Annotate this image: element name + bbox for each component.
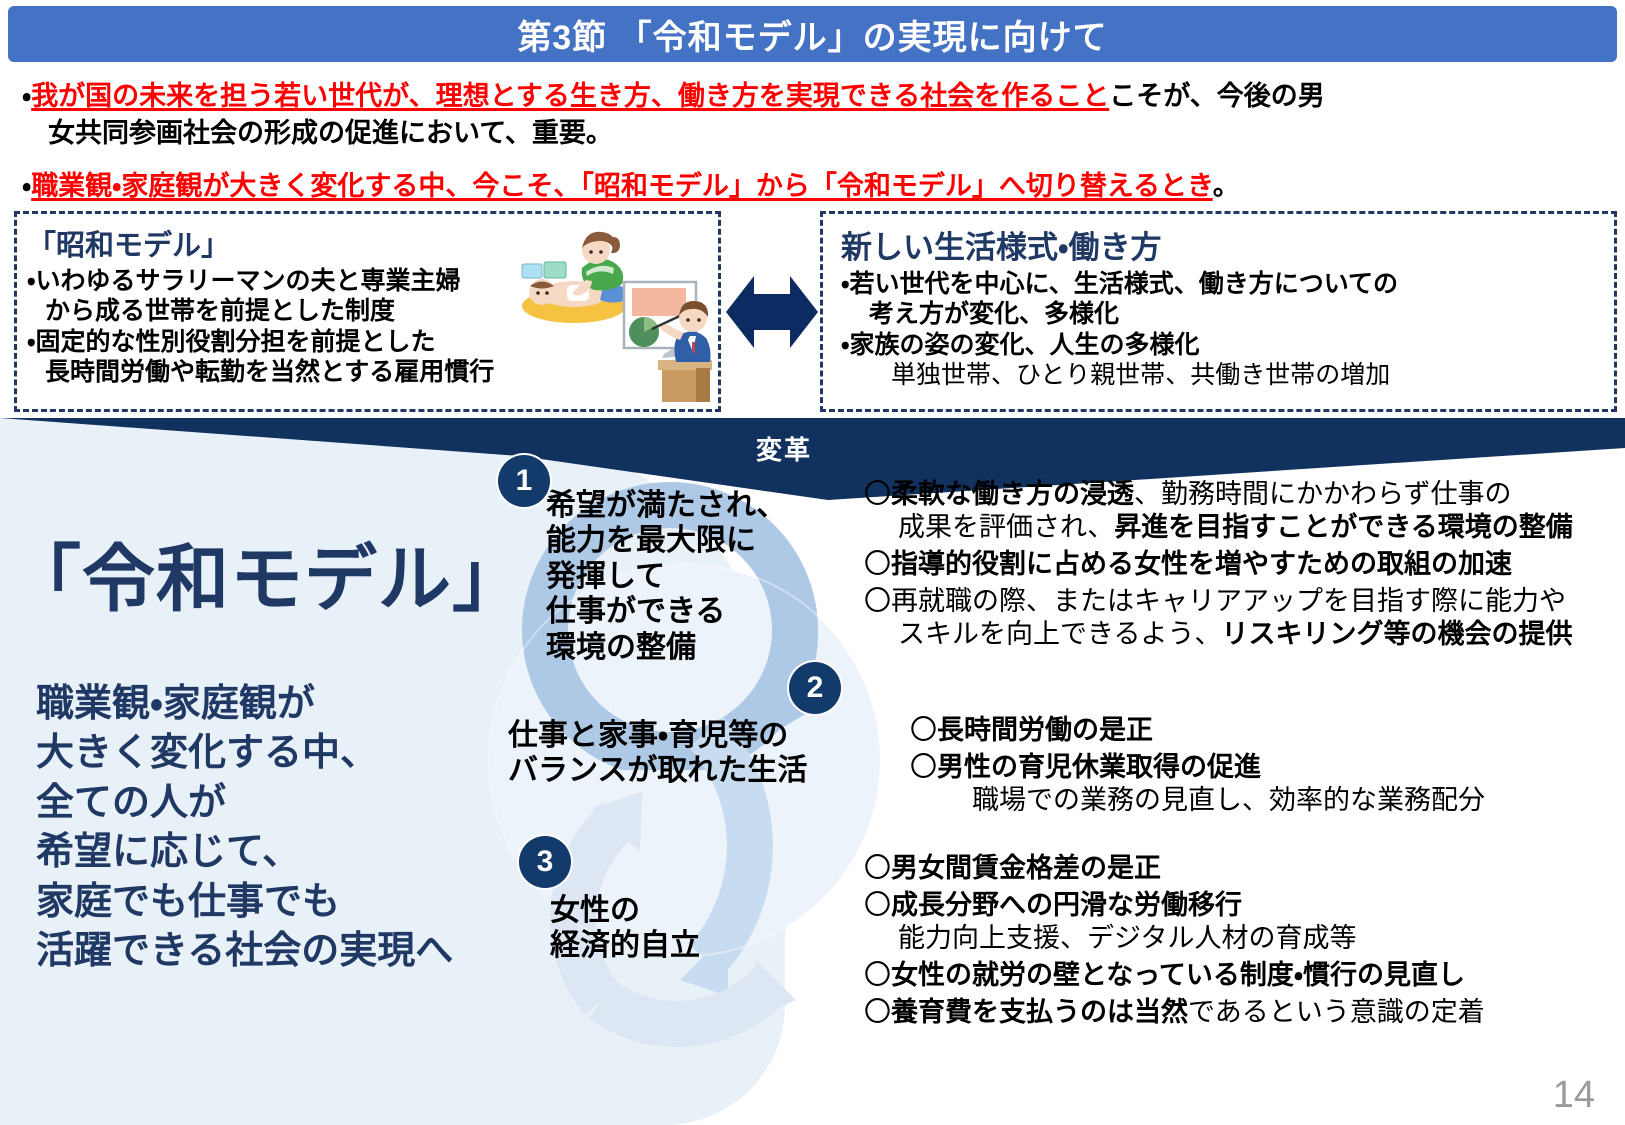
measure-a-3-sub-bold: リスキリング等の機会の提供	[1221, 618, 1573, 649]
measure-a-2: 〇指導的役割に占める女性を増やすための取組の加速	[864, 548, 1624, 581]
reiwa-body-line-5: 家庭でも仕事でも	[36, 880, 341, 923]
measure-b-1-bold: 長時間労働の是正	[937, 715, 1153, 745]
lead-paragraph-2: ・職業観・家庭観が大きく変化する中、今こそ、「昭和モデル」から「令和モデル」へ切…	[22, 168, 1602, 205]
reiwa-body-line-1: 職業観・家庭観が	[36, 683, 315, 725]
measure-a-3: 〇再就職の際、またはキャリアアップを目指す際に能力や スキルを向上できるよう、リ…	[864, 585, 1624, 651]
cycle-step-3-line-2: 経済的自立	[550, 929, 700, 963]
lead-paragraph-1: ・我が国の未来を担う若い世代が、理想とする生き方、働き方を実現できる社会を作るこ…	[22, 78, 1602, 153]
box-new-line-4: 単独世帯、ひとり親世帯、共働き世帯の増加	[891, 360, 1391, 389]
cycle-step-badge-2: 2	[789, 662, 841, 714]
measure-b-2-sub: 職場での業務の見直し、効率的な業務配分	[972, 784, 1485, 815]
page-number: 14	[1552, 1074, 1595, 1116]
measure-a-1-bold: 柔軟な働き方の浸透	[891, 479, 1134, 509]
measure-c-2: 〇成長分野への円滑な労働移行 能力向上支援、デジタル人材の育成等	[864, 889, 1624, 955]
measure-a-1: 〇柔軟な働き方の浸透、勤務時間にかかわらず仕事の 成果を評価され、昇進を目指すこ…	[864, 478, 1624, 544]
measure-c-2-sub: 能力向上支援、デジタル人材の育成等	[898, 922, 1357, 953]
cycle-step-2-line-1: 仕事と家事・育児等の	[508, 719, 789, 752]
measure-a-1-rest: 、勤務時間にかかわらず仕事の	[1134, 479, 1512, 509]
measure-c-3: 〇女性の就労の壁となっている制度・慣行の見直し	[864, 959, 1624, 992]
measure-c-3-mark: 〇	[864, 959, 891, 990]
measure-b-2-mark: 〇	[910, 751, 937, 782]
measures-group-b: 〇長時間労働の是正 〇男性の育児休業取得の促進 職場での業務の見直し、効率的な業…	[910, 714, 1625, 821]
reiwa-model-body: 職業観・家庭観が 大きく変化する中、 全ての人が 希望に応じて、 家庭でも仕事で…	[36, 680, 453, 976]
measure-a-3-mark: 〇	[864, 585, 891, 616]
box-new-lifestyle: 新しい生活様式・働き方 ・若い世代を中心に、生活様式、働き方についての 考え方が…	[820, 211, 1617, 412]
transform-label: 変革	[756, 435, 813, 465]
box-showa-line-3: ・固定的な性別役割分担を前提とした	[27, 327, 436, 356]
transform-chevron-band: 変革	[0, 418, 1625, 500]
measure-c-4-bold: 養育費を支払うのは当然	[891, 996, 1188, 1027]
box-showa-line-4: 長時間労働や転勤を当然とする雇用慣行	[45, 357, 495, 386]
lead-continuation-1: 女共同参画社会の形成の促進において、重要。	[48, 118, 613, 149]
measure-c-1-mark: 〇	[864, 853, 891, 883]
measure-a-1-mark: 〇	[864, 479, 891, 509]
bidirectional-arrow-icon	[726, 258, 818, 366]
reiwa-body-line-4: 希望に応じて、	[36, 831, 301, 874]
box-showa-heading: 「昭和モデル」	[27, 230, 231, 262]
reiwa-model-title: 「令和モデル」	[8, 539, 526, 620]
measures-group-c: 〇男女間賃金格差の是正 〇成長分野への円滑な労働移行 能力向上支援、デジタル人材…	[864, 852, 1624, 1033]
measure-b-1: 〇長時間労働の是正	[910, 714, 1625, 747]
measure-a-1-sub-bold: 昇進を目指すことができる環境の整備	[1114, 511, 1573, 542]
measure-b-2: 〇男性の育児休業取得の促進 職場での業務の見直し、効率的な業務配分	[910, 751, 1625, 817]
lead-highlight-1: 我が国の未来を担う若い世代が、理想とする生き方、働き方を実現できる社会を作ること	[31, 81, 1110, 111]
reiwa-body-line-6: 活躍できる社会の実現へ	[36, 929, 454, 972]
measure-a-2-bold: 指導的役割に占める女性を増やすための取組の加速	[891, 548, 1512, 579]
lead-highlight-2: 職業観・家庭観が大きく変化する中、今こそ、「昭和モデル」から「令和モデル」へ切り…	[31, 171, 1213, 201]
cycle-step-2-line-2: バランスが取れた生活	[508, 754, 808, 788]
box-new-line-1: ・若い世代を中心に、生活様式、働き方についての	[841, 270, 1399, 298]
measure-a-3-sub: スキルを向上できるよう、リスキリング等の機会の提供	[898, 618, 1624, 651]
box-showa-line-1: ・いわゆるサラリーマンの夫と専業主婦	[27, 267, 461, 295]
reiwa-body-line-2: 大きく変化する中、	[36, 732, 379, 775]
measure-c-4-mark: 〇	[864, 996, 891, 1027]
cycle-step-1-line-4: 仕事ができる	[546, 595, 726, 629]
reiwa-body-line-3: 全ての人が	[36, 781, 227, 824]
cycle-step-3-line-1: 女性の	[550, 894, 640, 927]
box-showa-model: 「昭和モデル」 ・いわゆるサラリーマンの夫と専業主婦 から成る世帯を前提とした制…	[14, 211, 721, 412]
measure-c-2-bold: 成長分野への円滑な労働移行	[891, 889, 1242, 920]
slide-title-bar: 第3節 「令和モデル」の実現に向けて	[8, 6, 1617, 62]
lead-bullet-2: ・	[22, 171, 32, 201]
lead-tail-1: こそが、今後の男	[1109, 81, 1325, 111]
cycle-step-label-2: 仕事と家事・育児等の バランスが取れた生活	[508, 718, 807, 789]
measure-c-1: 〇男女間賃金格差の是正	[864, 852, 1624, 885]
measure-c-2-mark: 〇	[864, 889, 891, 920]
measure-c-4: 〇養育費を支払うのは当然であるという意識の定着	[864, 996, 1624, 1029]
measure-c-3-bold: 女性の就労の壁となっている制度・慣行の見直し	[891, 959, 1466, 990]
measure-b-1-mark: 〇	[910, 715, 937, 745]
lead-tail-2: 。	[1212, 171, 1240, 201]
measure-a-2-mark: 〇	[864, 548, 891, 579]
box-new-line-2: 考え方が変化、多様化	[869, 300, 1120, 329]
measure-b-2-bold: 男性の育児休業取得の促進	[937, 751, 1261, 782]
measure-c-4-rest: であるという意識の定着	[1188, 996, 1485, 1027]
measure-a-3-rest: 再就職の際、またはキャリアアップを目指す際に能力や	[891, 585, 1566, 616]
cycle-step-badge-1: 1	[498, 455, 550, 507]
cycle-step-badge-3: 3	[519, 836, 571, 888]
cycle-step-1-line-3: 発揮して	[546, 559, 666, 593]
cycle-step-label-1: 希望が満たされ、 能力を最大限に 発揮して 仕事ができる 環境の整備	[546, 488, 786, 665]
lead-bullet-1: ・	[22, 81, 32, 111]
cycle-step-label-3: 女性の 経済的自立	[550, 893, 700, 964]
cycle-step-1-line-2: 能力を最大限に	[546, 524, 756, 558]
cycle-step-1-line-5: 環境の整備	[546, 630, 696, 664]
box-new-heading: 新しい生活様式・働き方	[841, 230, 1162, 265]
cycle-step-1-line-1: 希望が満たされ、	[546, 489, 787, 522]
childcare-and-presentation-illustration	[512, 224, 714, 404]
measure-a-3-sub-normal: スキルを向上できるよう、	[898, 618, 1222, 649]
page-title: 第3節 「令和モデル」の実現に向けて	[517, 18, 1108, 57]
measure-a-1-sub: 成果を評価され、昇進を目指すことができる環境の整備	[898, 511, 1624, 544]
box-showa-line-2: から成る世帯を前提とした制度	[45, 297, 396, 326]
measure-c-1-bold: 男女間賃金格差の是正	[891, 853, 1161, 883]
box-new-line-3: ・家族の姿の変化、人生の多様化	[841, 330, 1200, 359]
measure-a-1-sub-normal: 成果を評価され、	[898, 511, 1115, 542]
virtuous-cycle-graphic	[470, 440, 890, 1060]
measures-group-a: 〇柔軟な働き方の浸透、勤務時間にかかわらず仕事の 成果を評価され、昇進を目指すこ…	[864, 478, 1624, 655]
